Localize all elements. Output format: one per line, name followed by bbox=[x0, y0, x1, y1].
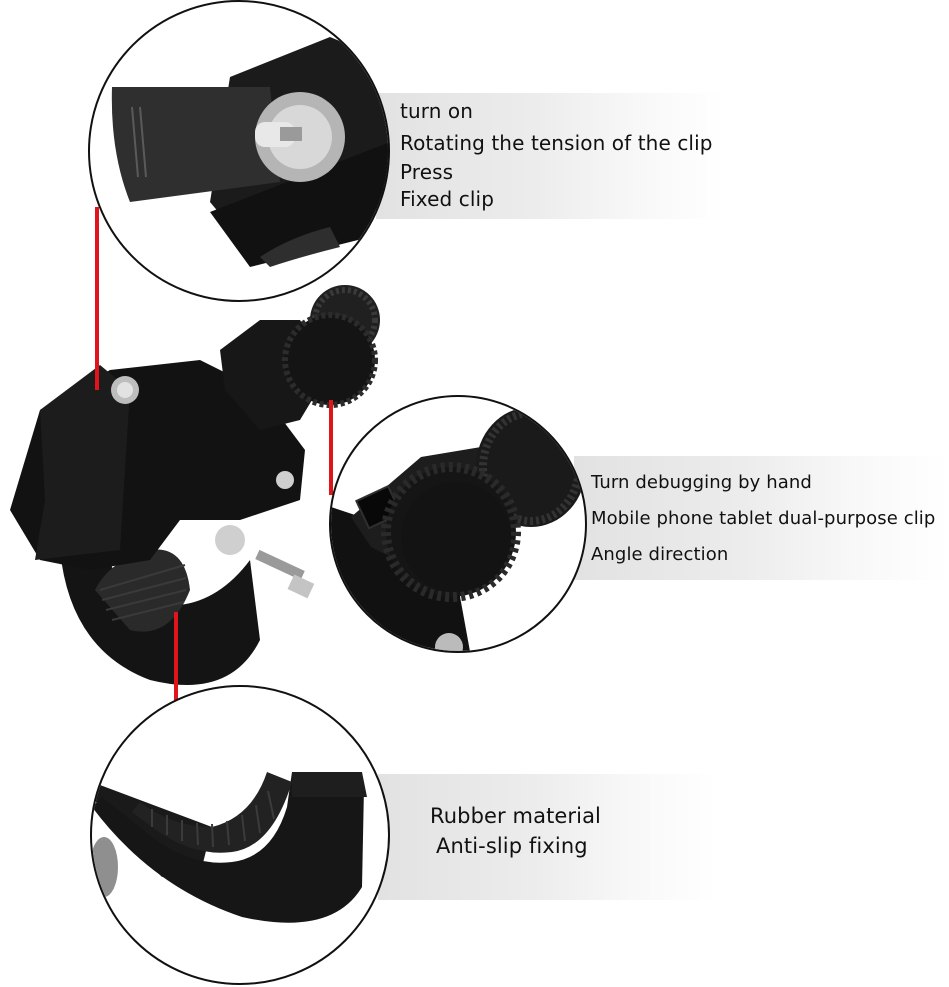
leader-line-clip bbox=[95, 207, 99, 390]
callout-text: Mobile phone tablet dual-purpose clip bbox=[591, 508, 936, 529]
callout-text: Anti-slip fixing bbox=[436, 834, 588, 858]
callout-text: Fixed clip bbox=[400, 187, 494, 211]
detail-circle-jaw bbox=[90, 685, 390, 985]
clamp-mount-illustration bbox=[10, 285, 380, 685]
callout-panel-rubber-jaw: Rubber material Anti-slip fixing bbox=[378, 774, 718, 900]
callout-panel-clip-tension: turn on Rotating the tension of the clip… bbox=[376, 93, 726, 219]
callout-text: Rubber material bbox=[430, 804, 601, 828]
rubber-jaw-detail-image bbox=[92, 772, 367, 923]
callout-text: Rotating the tension of the clip bbox=[400, 131, 713, 155]
leader-line-jaw bbox=[174, 612, 178, 704]
knob-detail-image bbox=[331, 407, 585, 651]
callout-text: Turn debugging by hand bbox=[591, 472, 812, 493]
callout-text: turn on bbox=[400, 99, 474, 123]
clip-detail-image bbox=[111, 37, 388, 267]
callout-text: Angle direction bbox=[591, 544, 729, 565]
leader-line-knob bbox=[329, 400, 333, 495]
detail-circle-knob bbox=[329, 395, 587, 653]
callout-panel-knob: Turn debugging by hand Mobile phone tabl… bbox=[574, 456, 949, 580]
callout-text: Press bbox=[400, 160, 454, 184]
detail-circle-clip bbox=[88, 0, 390, 302]
